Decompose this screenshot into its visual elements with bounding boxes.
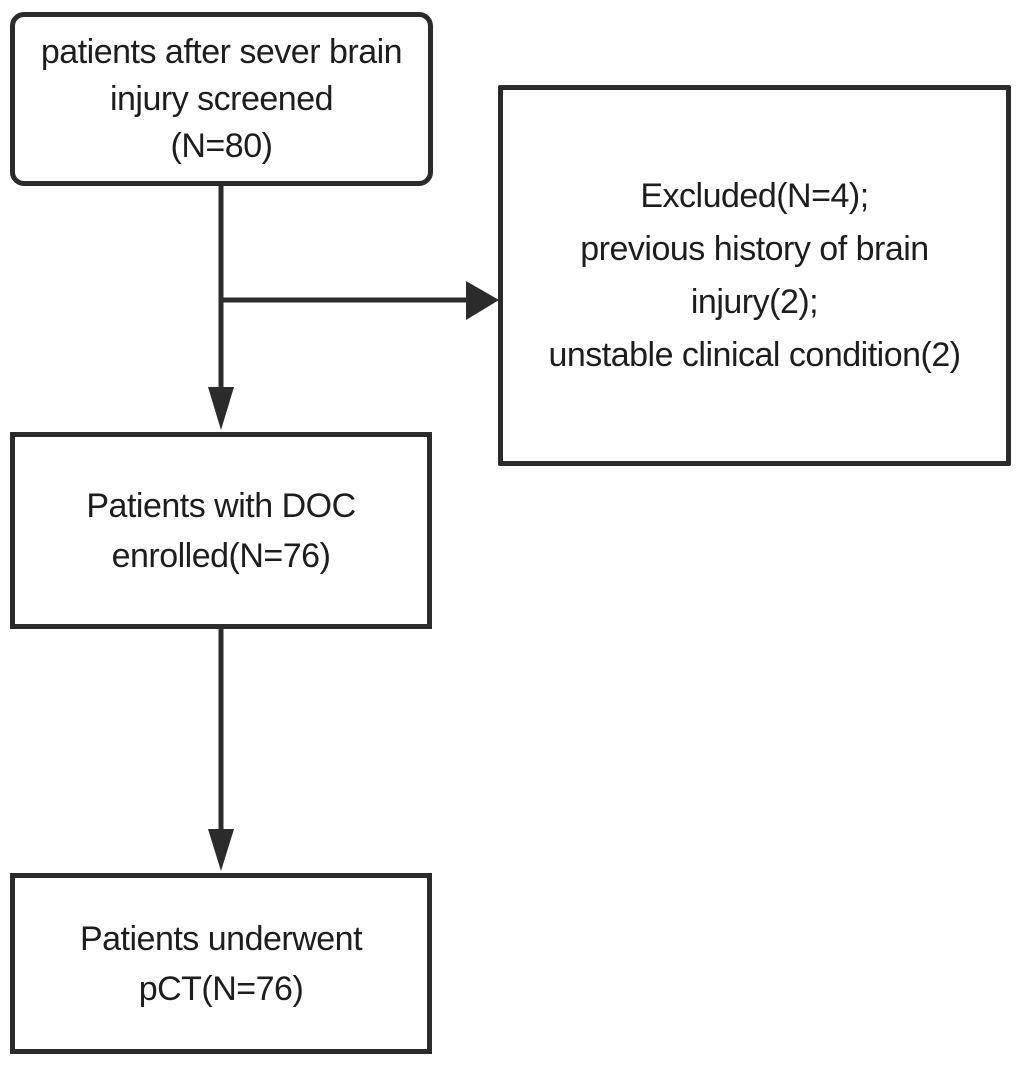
node-pct-label: Patients underwent pCT(N=76) xyxy=(79,919,363,1008)
arrow-enrolled-to-pct-head xyxy=(208,829,234,871)
node-screened-label: patients after sever brain injury screen… xyxy=(40,32,403,165)
arrow-screened-to-enrolled-head xyxy=(208,387,234,430)
arrow-screened-to-excluded-head xyxy=(466,281,499,320)
node-excluded-label: Excluded(N=4); previous history of brain… xyxy=(548,176,961,374)
node-excluded: Excluded(N=4); previous history of brain… xyxy=(498,85,1011,466)
node-pct: Patients underwent pCT(N=76) xyxy=(10,873,432,1054)
node-enrolled: Patients with DOC enrolled(N=76) xyxy=(10,432,432,629)
node-enrolled-label: Patients with DOC enrolled(N=76) xyxy=(86,486,356,575)
node-screened: patients after sever brain injury screen… xyxy=(10,12,433,186)
